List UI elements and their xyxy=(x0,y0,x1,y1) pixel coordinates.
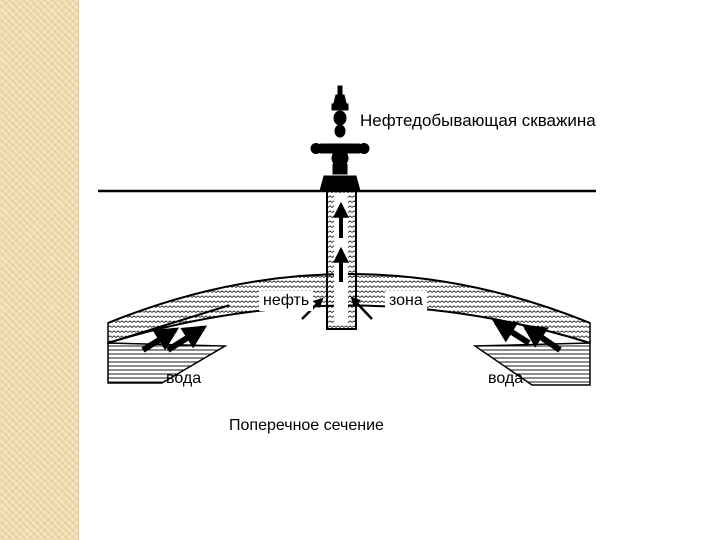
flow-arrow-right-2 xyxy=(522,324,562,353)
oil-label: нефть xyxy=(259,291,314,311)
flow-arrow-left-1 xyxy=(141,327,180,353)
cross-section-caption: Поперечное сечение xyxy=(229,417,384,434)
water-layer-right xyxy=(472,342,591,386)
water-left-label: вода xyxy=(166,370,202,387)
inflow-arrow-right xyxy=(350,296,373,320)
water-right-label: вода xyxy=(488,370,524,387)
well-title-label: Нефтедобывающая скважина xyxy=(360,111,596,130)
wellhead-icon xyxy=(310,85,370,192)
decorative-side-strip xyxy=(0,0,79,540)
zone-label: зона xyxy=(385,291,427,311)
flow-arrow-left-2 xyxy=(166,325,208,353)
